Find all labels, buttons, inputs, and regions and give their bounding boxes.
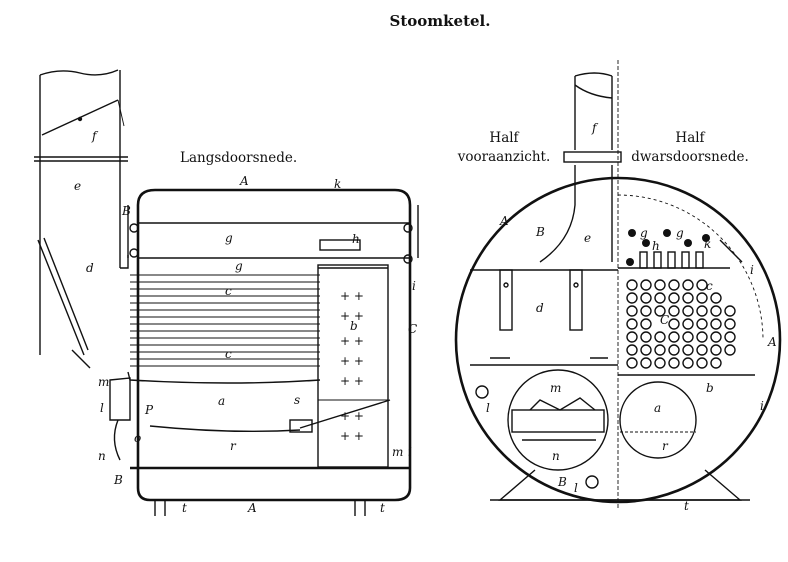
label-C-left: C (408, 322, 417, 336)
svg-text:+ +: + + (340, 354, 364, 368)
label-A-top: A (239, 174, 249, 188)
label-l-left: l (100, 401, 104, 415)
label-n-right: n (552, 449, 560, 463)
fire-tubes-left (130, 274, 320, 367)
label-c-lower: c (225, 347, 232, 361)
longitudinal-section: Langsdoorsnede. (34, 69, 419, 516)
label-B-right: B (535, 225, 545, 239)
label-k-right: k (704, 237, 711, 251)
label-g-right-1: g (640, 226, 648, 240)
label-b-left: b (350, 319, 358, 333)
label-p-left: P (144, 403, 154, 417)
label-i-right-top: i (750, 263, 754, 277)
label-t-left-1: t (182, 501, 187, 515)
chimney-right (539, 72, 622, 263)
chimney-left (34, 69, 129, 369)
svg-text:+ +: + + (340, 429, 364, 443)
label-d-right: d (536, 301, 544, 315)
label-B-upper: B (121, 204, 131, 218)
label-h-right: h (652, 239, 660, 253)
caption-longitudinal: Langsdoorsnede. (180, 150, 297, 166)
label-k-left: k (334, 177, 341, 191)
label-A-right-side: A (767, 335, 777, 349)
label-b-right: b (706, 381, 714, 395)
label-f-right: f (591, 121, 599, 135)
label-A-right-top: A (499, 214, 509, 228)
label-g-right-2: g (676, 226, 684, 240)
label-l-right-upper: l (486, 401, 490, 415)
caption-half-front-1: Half (489, 130, 519, 146)
label-r-right: r (662, 439, 669, 453)
label-s-left: s (294, 393, 300, 407)
label-a-right: a (654, 401, 661, 415)
label-C-right: C (660, 313, 669, 327)
label-t-left-2: t (380, 501, 385, 515)
boiler-shell-right (454, 176, 782, 504)
label-c-right-1: c (706, 279, 713, 293)
label-t-right: t (684, 499, 689, 513)
cross-section-half (618, 229, 755, 459)
label-o-left: o (134, 431, 141, 445)
label-n-left: n (98, 449, 106, 463)
label-e-left: e (74, 179, 81, 193)
boiler-body-left: + + + + + + + + + + + + + + (109, 188, 419, 516)
front-and-cross-section: Half vooraanzicht. Half dwarsdoorsnede. (454, 60, 782, 513)
label-d-left: d (86, 261, 94, 275)
label-g-lower: g (235, 259, 243, 273)
label-f-left: f (91, 129, 99, 143)
caption-half-cross-1: Half (675, 130, 705, 146)
svg-text:+ +: + + (340, 309, 364, 323)
label-r-left: r (230, 439, 237, 453)
svg-text:+ +: + + (340, 289, 364, 303)
svg-text:+ +: + + (340, 409, 364, 423)
label-m-left: m (98, 375, 109, 389)
svg-text:+ +: + + (340, 374, 364, 388)
caption-half-cross-2: dwarsdoorsnede. (631, 149, 749, 165)
caption-half-front-2: vooraanzicht. (457, 149, 551, 165)
svg-text:+ +: + + (340, 334, 364, 348)
label-g-upper: g (225, 231, 233, 245)
label-B-lower: B (113, 473, 123, 487)
label-l-right-lower: l (574, 481, 578, 495)
label-m-right: m (392, 445, 403, 459)
label-e-right: e (584, 231, 591, 245)
stand-right (490, 469, 750, 501)
label-i-right-side: i (760, 399, 764, 413)
label-i-left-top: i (412, 279, 416, 293)
label-c-upper: c (225, 284, 232, 298)
label-m-right-front: m (550, 381, 561, 395)
label-B-right-bottom: B (557, 475, 567, 489)
label-h-left: h (352, 232, 360, 246)
firebox-left: + + + + + + + + + + + + + + (317, 264, 389, 468)
label-A-bottom: A (247, 501, 257, 515)
diagram-title: Stoomketel. (390, 12, 491, 30)
label-a-left: a (218, 394, 225, 408)
label-i-left-bottom: i (408, 445, 412, 459)
tube-holes (626, 279, 736, 369)
front-view-half (470, 269, 618, 489)
